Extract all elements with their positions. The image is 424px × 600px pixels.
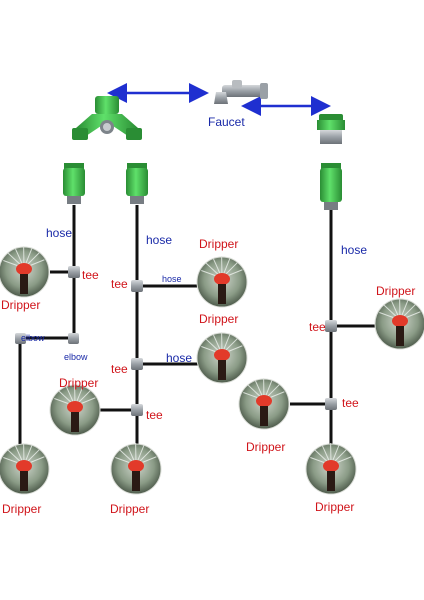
hose-label: hose [46, 226, 73, 240]
elbow-icon [68, 333, 79, 344]
hose-connector-icon [126, 163, 148, 204]
elbow-label: elbow [21, 333, 45, 343]
dripper-label: Dripper [2, 502, 42, 516]
elbows [15, 333, 79, 344]
tee-icon [68, 266, 80, 278]
dripper-label: Dripper [246, 440, 286, 454]
faucet-adapter-icon [317, 114, 345, 144]
dripper-icon [49, 383, 101, 436]
dripper-label: Dripper [110, 502, 150, 516]
elbow-label: elbow [64, 352, 88, 362]
y-splitter-icon [72, 96, 142, 140]
dripper-label: Dripper [376, 284, 416, 298]
dripper-label: Dripper [59, 376, 99, 390]
tees [68, 266, 337, 416]
tee-icon [325, 398, 337, 410]
hose-label: hose [162, 274, 182, 284]
tee-label: tee [342, 396, 359, 410]
tee-label: tee [111, 277, 128, 291]
tee-label: tee [146, 408, 163, 422]
drippers [0, 245, 424, 495]
hose-label: hose [146, 233, 173, 247]
dripper-label: Dripper [199, 237, 239, 251]
dripper-label: Dripper [315, 500, 355, 514]
tee-label: tee [111, 362, 128, 376]
tee-icon [131, 280, 143, 292]
tee-icon [131, 404, 143, 416]
elbow-icon [15, 333, 26, 344]
dripper-icon [110, 442, 162, 495]
hose-label: hose [166, 351, 193, 365]
dripper-icon [0, 245, 50, 298]
dripper-icon [374, 297, 424, 350]
dripper-label: Dripper [1, 298, 41, 312]
tee-icon [325, 320, 337, 332]
hose-connector-icon [320, 163, 342, 210]
dripper-label: Dripper [199, 312, 239, 326]
faucet-icon [214, 80, 268, 104]
dripper-icon [0, 442, 50, 495]
dripper-icon [305, 442, 357, 495]
dripper-icon [196, 255, 248, 308]
tee-label: tee [309, 320, 326, 334]
faucet-label: Faucet [208, 115, 245, 129]
dripper-icon [196, 331, 248, 384]
tee-icon [131, 358, 143, 370]
dripper-icon [238, 377, 290, 430]
tee-label: tee [82, 268, 99, 282]
hose-connector-icon [63, 163, 85, 204]
hose-label: hose [341, 243, 368, 257]
